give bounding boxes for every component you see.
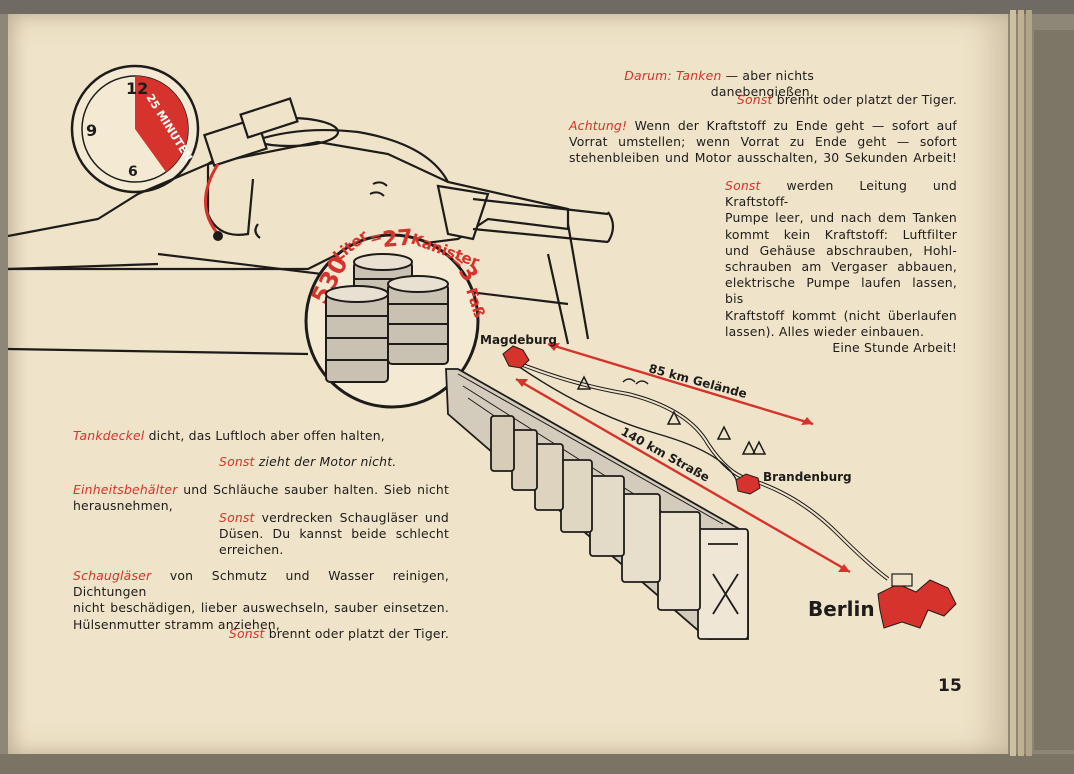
- city-brandenburg: Brandenburg: [763, 470, 852, 484]
- city-berlin: Berlin: [808, 597, 875, 621]
- text-sonst-b-2: Düsen. Du kannst beide schlecht: [219, 526, 449, 542]
- label-achtung: Achtung!: [569, 118, 628, 133]
- jerrycan-row: [445, 368, 749, 640]
- label-sonst-b: Sonst: [219, 510, 255, 525]
- text-sonst-2-4: und Gehäuse abschrauben, Hohl-: [725, 242, 957, 258]
- text-schau-1: von Schmutz und Wasser reinigen, Dichtun…: [73, 568, 450, 600]
- label-tankdeckel: Tankdeckel: [73, 428, 145, 443]
- clock-number-6: 6: [128, 164, 138, 180]
- text-sonst-2-7: Kraftstoff kommt (nicht überlaufen: [725, 307, 957, 323]
- text-sonst-2-2: Pumpe leer, und nach dem Tanken: [725, 210, 957, 226]
- label-sonst-c: Sonst: [228, 626, 265, 641]
- berlin-marker: [877, 579, 957, 629]
- paragraph-sonst-b: Sonst verdrecken Schaugläser und Düsen. …: [219, 510, 449, 559]
- paragraph-darum: Darum: Tanken — aber nichts danebengieße…: [518, 68, 814, 100]
- page-edge: [1010, 10, 1016, 756]
- paragraph-einheit: Einheitsbehälter und Schläuche sauber ha…: [73, 482, 449, 514]
- text-achtung-3: stehenbleiben und Motor ausschalten, 30 …: [569, 150, 957, 166]
- magdeburg-marker: [502, 345, 530, 369]
- text-sonst-2-1: werden Leitung und Kraftstoff-: [725, 178, 957, 210]
- label-sonst-1: Sonst: [736, 92, 773, 107]
- label-darum: Darum: Tanken: [624, 68, 722, 83]
- brandenburg-marker: [735, 473, 761, 495]
- text-schau-2: nicht beschädigen, lieber auswechseln, s…: [73, 600, 449, 616]
- clock-number-9: 9: [86, 121, 97, 140]
- tiger-refuel-illustration: 12 9 6 25 MINUTEN: [8, 64, 957, 640]
- text-sonst-2-6: elektrische Pumpe laufen lassen, bis: [725, 275, 957, 307]
- paragraph-sonst-1: Sonst brennt oder platzt der Tiger.: [608, 92, 957, 108]
- book-cover-bottom: [0, 754, 1074, 774]
- label-einheit: Einheitsbehälter: [73, 482, 178, 497]
- paragraph-achtung: Achtung! Wenn der Kraftstoff zu Ende geh…: [569, 118, 957, 167]
- city-magdeburg: Magdeburg: [480, 333, 557, 347]
- clock-icon: 12 9 6 25 MINUTEN: [70, 64, 200, 194]
- label-schauglaeser: Schaugläser: [73, 568, 152, 583]
- text-achtung-1: Wenn der Kraftstoff zu Ende geht — sofor…: [634, 118, 957, 133]
- text-sonst-b-1: verdrecken Schaugläser und: [261, 510, 449, 525]
- fuel-equals-1: =: [367, 227, 384, 248]
- paragraph-sonst-a: Sonst zieht der Motor nicht.: [219, 454, 459, 470]
- paragraph-tankdeckel: Tankdeckel dicht, das Luftloch aber offe…: [73, 428, 453, 444]
- label-sonst-2: Sonst: [725, 178, 761, 193]
- book-page: 12 9 6 25 MINUTEN: [8, 14, 1008, 754]
- text-sonst-2-9: Eine Stunde Arbeit!: [832, 340, 957, 356]
- clock-number-12: 12: [126, 79, 148, 98]
- route-gelaende-label: 85 km Gelände: [647, 361, 748, 401]
- tree-icon: [576, 375, 767, 455]
- text-schau-3: Hülsenmutter stramm anziehen,: [73, 616, 281, 632]
- paragraph-sonst-2: Sonst werden Leitung und Kraftstoff- Pum…: [725, 178, 957, 356]
- page-edge: [1026, 10, 1032, 756]
- barrel-icon: [325, 253, 449, 383]
- paragraph-schauglaeser: Schaugläser von Schmutz und Wasser reini…: [73, 568, 449, 633]
- page-edge: [1018, 10, 1024, 756]
- text-achtung-2: Vorrat umstellen; wenn Vorrat zu Ende ge…: [569, 134, 957, 150]
- text-sonst-a: zieht der Motor nicht.: [258, 454, 397, 469]
- text-darum: — aber nichts danebengießen,: [710, 68, 814, 100]
- text-sonst-2-3: kommt kein Kraftstoff: Luftfilter: [725, 226, 957, 242]
- text-tankdeckel: dicht, das Luftloch aber offen halten,: [148, 428, 385, 443]
- fuel-hose: [204, 163, 220, 235]
- text-sonst-2-5: schrauben am Vergaser abbauen,: [725, 259, 957, 275]
- paragraph-sonst-c: Sonst brennt oder platzt der Tiger.: [208, 626, 449, 642]
- book-cover-right: [1034, 30, 1074, 750]
- label-sonst-a: Sonst: [219, 454, 255, 469]
- page-number: 15: [938, 676, 963, 696]
- fuel-quantity-circle: 530 Liter = 27 Kanister = 3 Faß: [304, 225, 489, 409]
- text-sonst-b-3: erreichen.: [219, 542, 284, 558]
- text-sonst-c: brennt oder platzt der Tiger.: [268, 626, 449, 641]
- fuel-27: 27: [381, 225, 414, 253]
- book-cover-top: [0, 0, 1074, 14]
- text-einheit-1: und Schläuche sauber halten. Sieb nicht: [183, 482, 449, 497]
- text-sonst-1: brennt oder platzt der Tiger.: [776, 92, 957, 107]
- text-einheit-2: herausnehmen,: [73, 498, 173, 514]
- text-sonst-2-8: lassen). Alles wieder einbauen.: [725, 323, 925, 339]
